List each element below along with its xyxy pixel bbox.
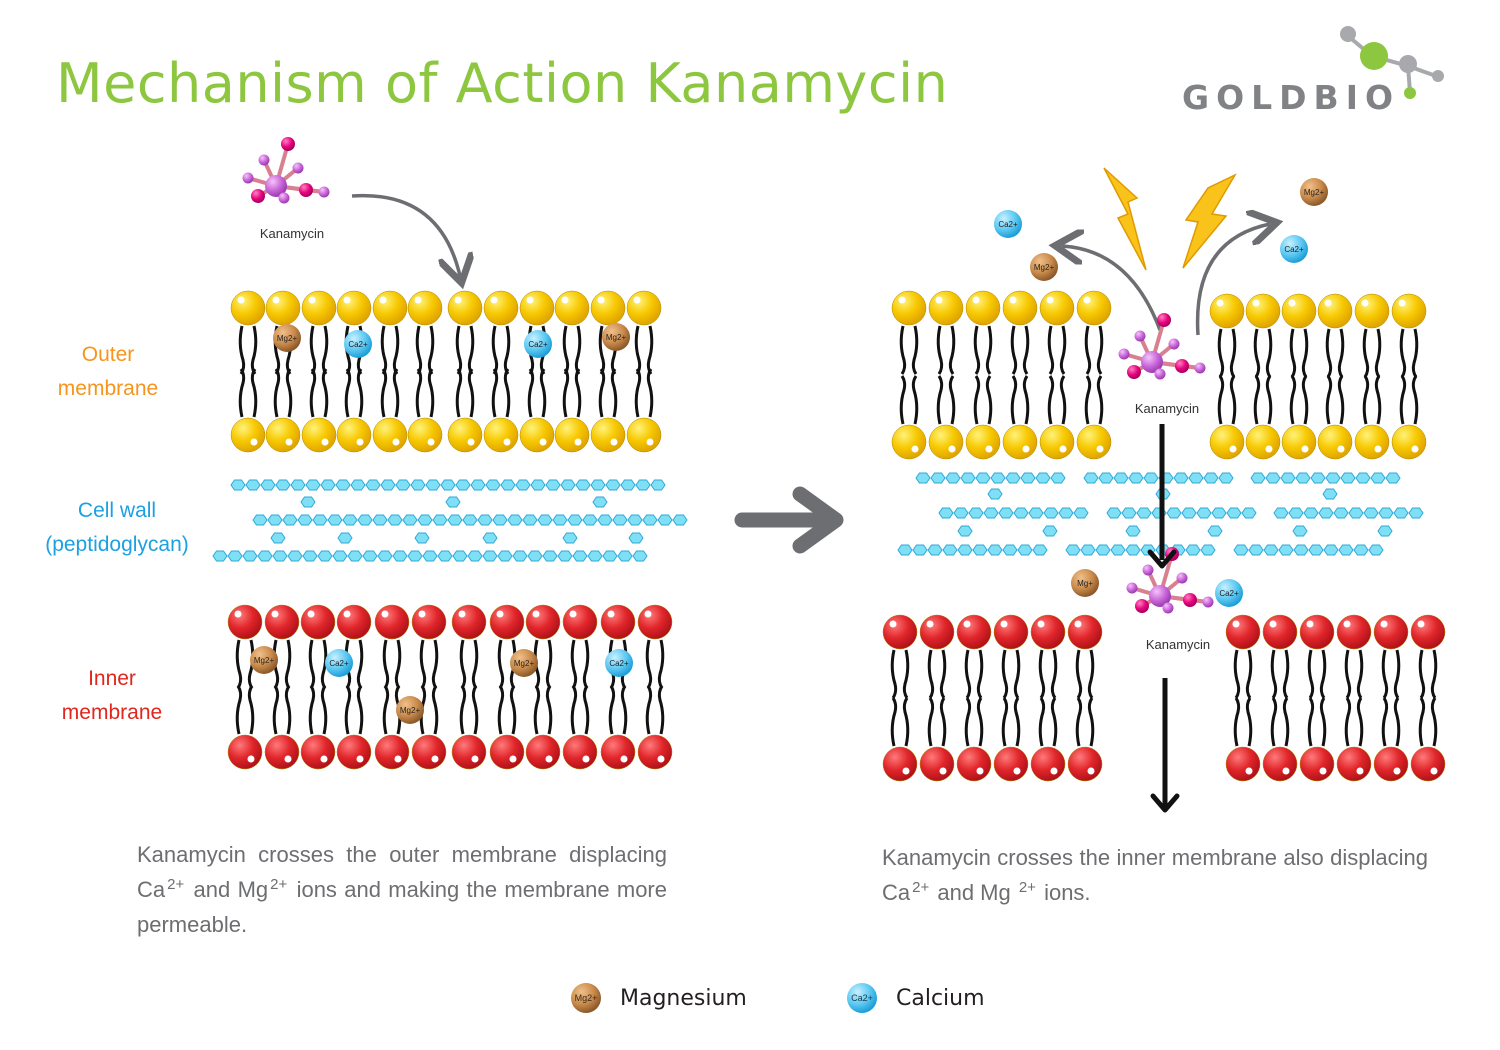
ion-label: Ca2+ (528, 340, 548, 349)
legend-calcium-label: Calcium (896, 985, 985, 1011)
kanamycin-molecule: Kanamycin (242, 137, 330, 241)
down-arrow (1147, 424, 1177, 569)
calcium-ion: Ca2+ (605, 649, 633, 677)
transition-arrow (734, 486, 844, 554)
ion-label: Mg2+ (1034, 263, 1055, 272)
caption-outer-membrane: Kanamycin crosses the outer membrane dis… (137, 842, 667, 937)
cell-wall-label: Cell wall (peptidoglycan) (45, 499, 189, 556)
inner-membrane-label: Inner membrane (61, 667, 163, 724)
down-arrow (1150, 678, 1180, 813)
ion-label: Mg2+ (514, 659, 535, 668)
ion-label: Mg2+ (606, 333, 627, 342)
left-inner-membrane (227, 604, 673, 770)
ion-label: Mg+ (1077, 579, 1093, 588)
ion-label: Ca2+ (1284, 245, 1304, 254)
right-outer-membrane-left (891, 290, 1112, 460)
displacement-arrow-left (1062, 246, 1162, 331)
ion-label: Mg2+ (1304, 188, 1325, 197)
left-outer-membrane (230, 290, 662, 453)
magnesium-ion: Mg2+ (250, 646, 278, 674)
magnesium-ion: Mg2+ (273, 324, 301, 352)
right-inner-membrane-right (1225, 614, 1446, 782)
right-inner-membrane-left (882, 614, 1103, 782)
ion-label: Mg2+ (277, 334, 298, 343)
legend-calcium: Ca2+ Calcium (846, 982, 985, 1014)
ion-label: Ca2+ (329, 659, 349, 668)
ion-label: Ca2+ (1219, 589, 1239, 598)
goldbio-logo-text: GOLDBIO (1182, 78, 1401, 117)
kanamycin-label: Kanamycin (1135, 401, 1199, 416)
magnesium-ion: Mg2+ (602, 323, 630, 351)
kanamycin-label: Kanamycin (260, 226, 324, 241)
ion-label: Ca2+ (609, 659, 629, 668)
page-title: Mechanism of Action Kanamycin (56, 52, 949, 115)
calcium-ion-icon: Ca2+ (847, 983, 877, 1013)
calcium-ion: Ca2+ (1280, 235, 1308, 263)
outer-membrane-label: Outer membrane (57, 343, 159, 400)
legend-magnesium: Mg2+ Magnesium (570, 982, 747, 1014)
lightning-icon (1103, 167, 1237, 271)
calcium-ion: Ca2+ (524, 330, 552, 358)
entry-arrow (351, 193, 460, 276)
svg-text:Mg2+: Mg2+ (575, 993, 598, 1003)
legend-magnesium-label: Magnesium (620, 985, 747, 1011)
ion-label: Mg2+ (254, 656, 275, 665)
left-cell-wall (212, 479, 688, 562)
calcium-ion: Ca2+ (994, 210, 1022, 238)
magnesium-ion: Mg2+ (510, 649, 538, 677)
calcium-ion: Ca2+ (325, 649, 353, 677)
calcium-ion: Ca2+ (344, 330, 372, 358)
magnesium-ion: Mg2+ (1030, 253, 1058, 281)
ion-label: Ca2+ (998, 220, 1018, 229)
magnesium-ion-icon: Mg2+ (571, 983, 601, 1013)
displacement-arrow-right (1195, 224, 1270, 336)
kanamycin-molecule: Kanamycin (1118, 313, 1206, 416)
caption-inner-membrane: Kanamycin crosses the inner membrane als… (882, 845, 1428, 905)
right-outer-membrane-right (1209, 293, 1427, 460)
svg-text:Ca2+: Ca2+ (851, 993, 873, 1003)
kanamycin-molecule: Kanamycin (1126, 547, 1214, 652)
magnesium-ion: Mg+ (1071, 569, 1099, 597)
magnesium-ion: Mg2+ (1300, 178, 1328, 206)
magnesium-ion: Mg2+ (396, 696, 424, 724)
ion-label: Mg2+ (400, 706, 421, 715)
kanamycin-label: Kanamycin (1146, 637, 1210, 652)
ion-label: Ca2+ (348, 340, 368, 349)
calcium-ion: Ca2+ (1215, 579, 1243, 607)
goldbio-logo (1340, 26, 1444, 99)
